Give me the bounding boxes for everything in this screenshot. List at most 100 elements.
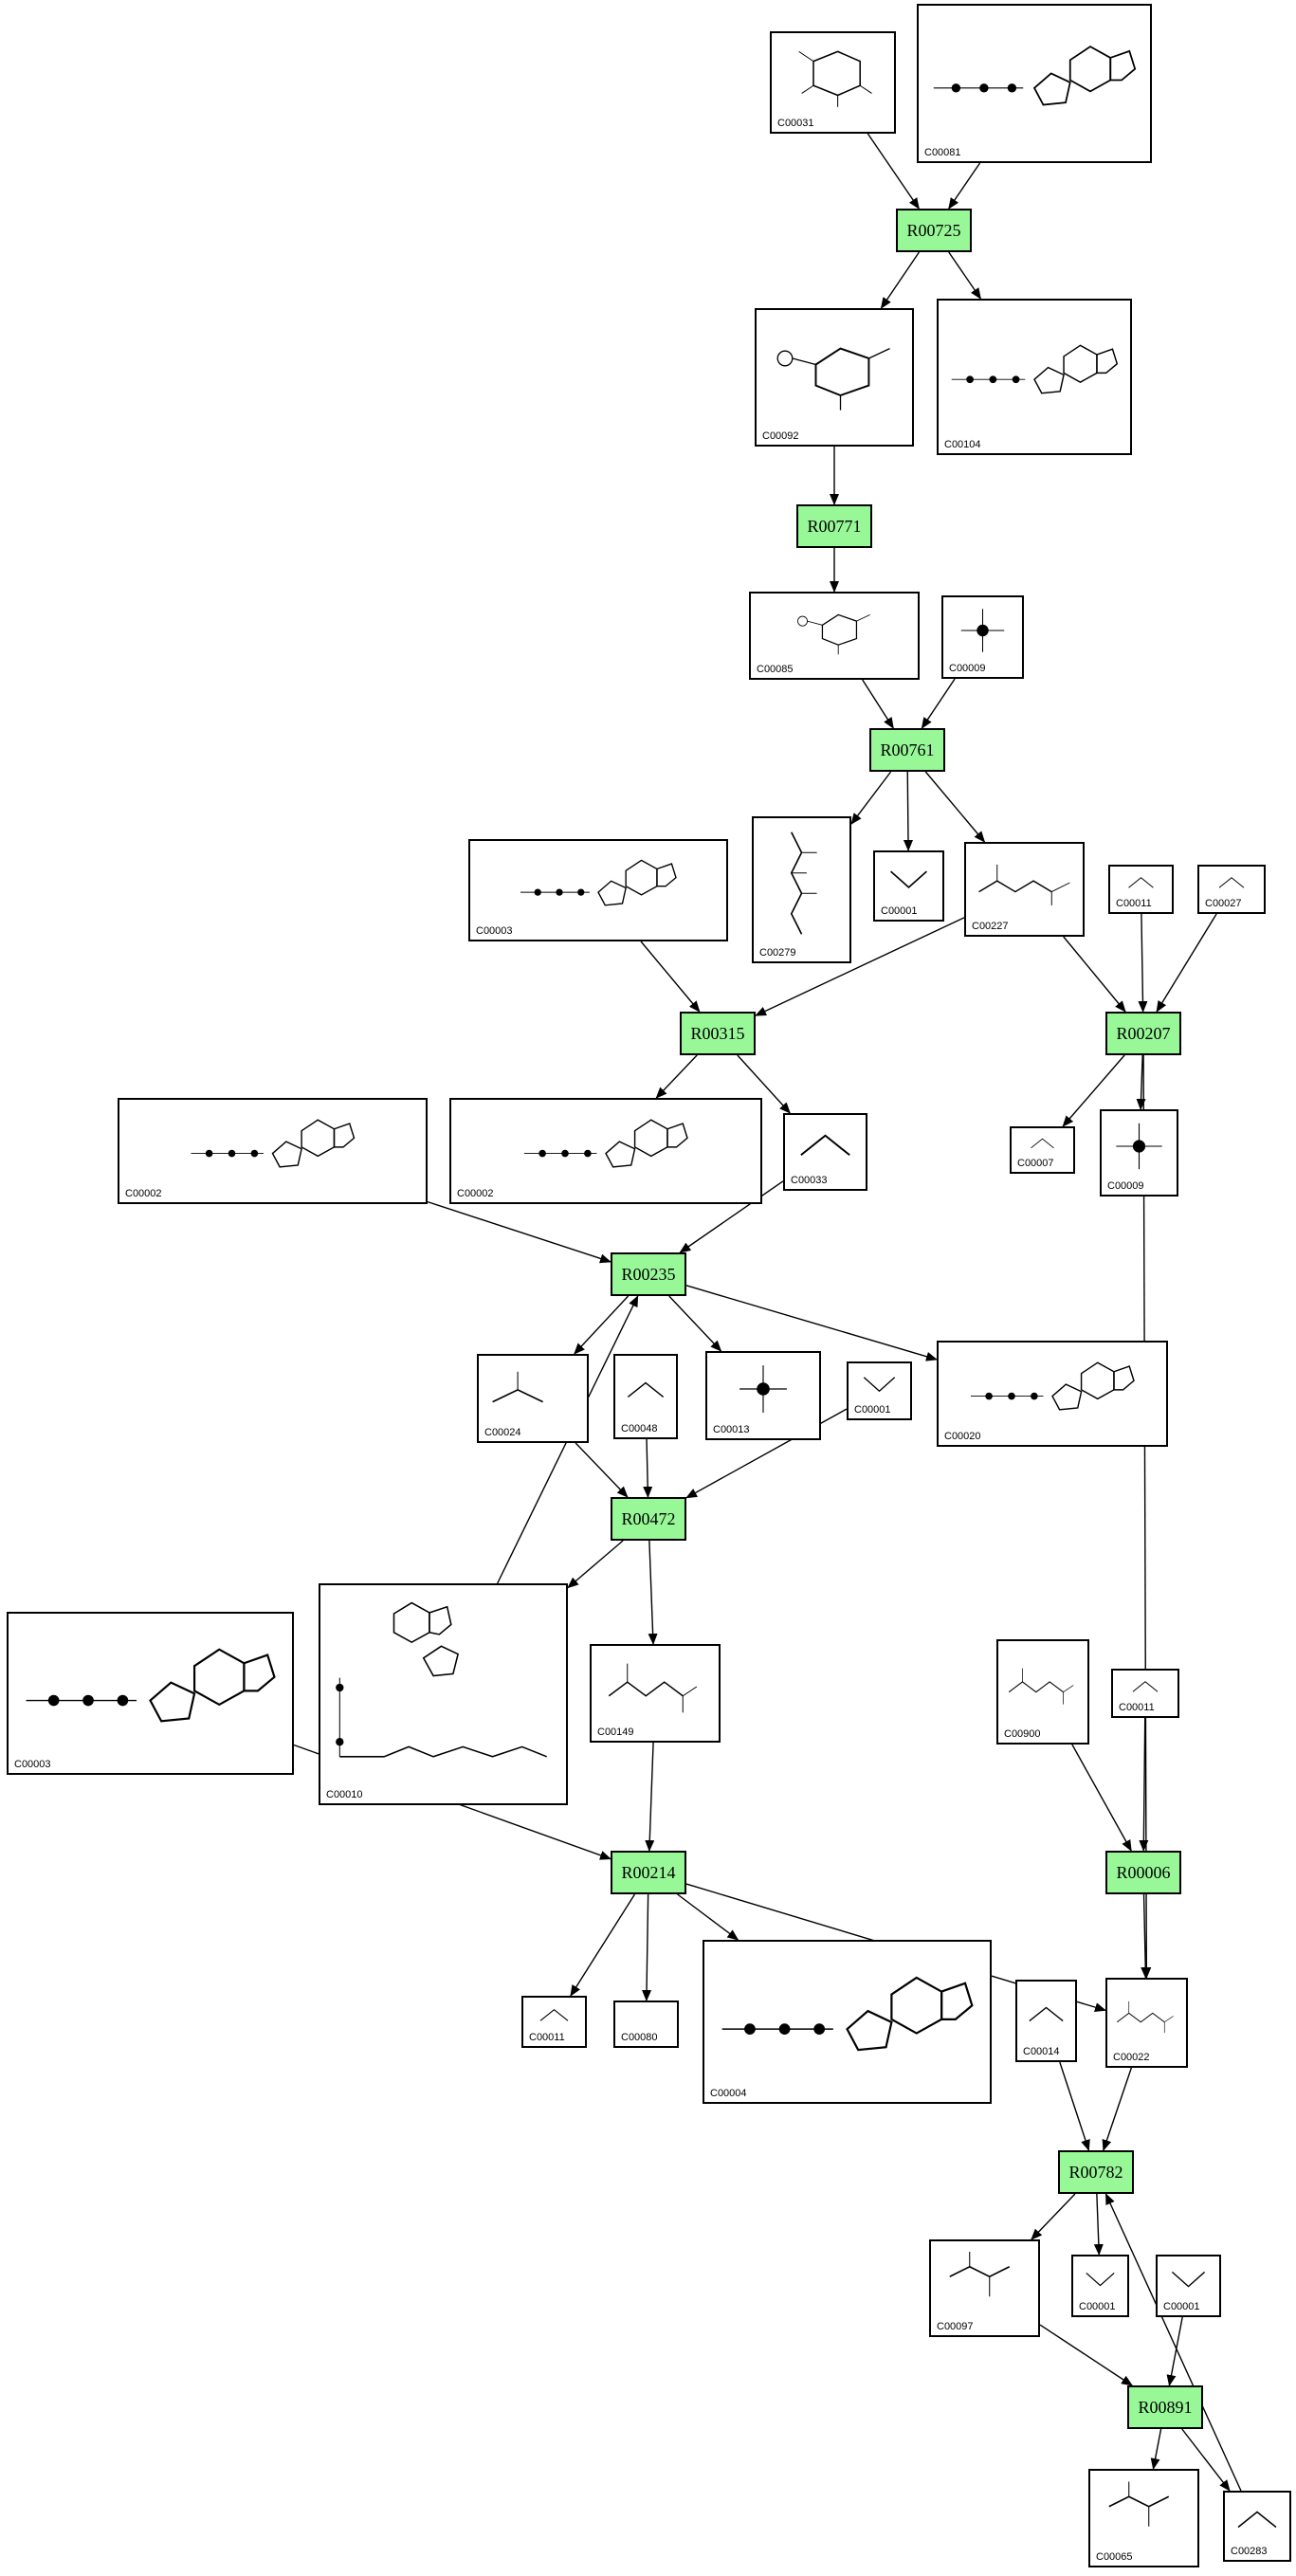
edge-c33-r00235 (679, 1180, 784, 1253)
edge-c09a-r00761 (921, 678, 956, 729)
compound-id-label: C00001 (1163, 2301, 1200, 2312)
structure-diagram-icon (760, 314, 908, 428)
structure-diagram-icon (455, 1104, 757, 1185)
edge-c227-r00207 (1063, 936, 1126, 1013)
compound-c97[interactable]: C00097 (929, 2239, 1040, 2337)
structure-diagram-icon (483, 1360, 583, 1424)
compound-id-label: C00065 (1096, 2551, 1133, 2563)
compound-id-label: C00011 (529, 2032, 565, 2043)
structure-diagram-icon (879, 856, 939, 903)
compound-c13[interactable]: C00013 (705, 1351, 821, 1440)
edge-c48-r00472 (643, 1438, 653, 1498)
reaction-r00006[interactable]: R00006 (1105, 1851, 1181, 1894)
compound-c11a[interactable]: C00011 (1108, 865, 1174, 914)
compound-c11c[interactable]: C00011 (521, 1996, 587, 2048)
edge-r00235-c20 (685, 1285, 938, 1361)
reaction-r00235[interactable]: R00235 (611, 1252, 686, 1296)
compound-c09b[interactable]: C00009 (1100, 1109, 1178, 1197)
structure-diagram-icon (852, 1367, 906, 1401)
compound-id-label: C00003 (14, 1759, 51, 1770)
compound-c92[interactable]: C00092 (755, 308, 914, 447)
compound-c03b[interactable]: C00003 (7, 1612, 294, 1775)
compound-c22[interactable]: C00022 (1105, 1978, 1188, 2068)
compound-c27[interactable]: C00027 (1197, 865, 1266, 914)
reaction-r00207[interactable]: R00207 (1105, 1012, 1181, 1055)
structure-diagram-icon (1111, 1983, 1182, 2049)
edge-r00472-c10 (567, 1540, 624, 1589)
edge-r00207-c09b (1136, 1054, 1146, 1110)
compound-c279[interactable]: C00279 (752, 816, 851, 963)
edge-c27-r00207 (1156, 913, 1217, 1013)
compound-id-label: C00092 (762, 430, 799, 442)
compound-c04[interactable]: C00004 (703, 1940, 992, 2104)
edge-r00207-c07 (1062, 1054, 1125, 1127)
compound-c14[interactable]: C00014 (1015, 1980, 1077, 2062)
edge-r00891-c283 (1181, 2428, 1231, 2492)
edge-r00315-c02b (655, 1054, 698, 1099)
structure-diagram-icon (970, 848, 1079, 918)
compound-c20[interactable]: C00020 (937, 1341, 1168, 1447)
structure-diagram-icon (776, 37, 890, 115)
edge-c22-r00782 (1102, 2067, 1133, 2151)
edge-r00235-c13 (668, 1295, 722, 1352)
compound-c02b[interactable]: C00002 (449, 1098, 762, 1204)
compound-c01d[interactable]: C00001 (1156, 2255, 1221, 2317)
reaction-r00472[interactable]: R00472 (611, 1497, 686, 1541)
edge-r00761-c279 (850, 771, 892, 825)
structure-diagram-icon (1021, 1985, 1071, 2043)
compound-c01a[interactable]: C00001 (873, 850, 944, 922)
compound-c48[interactable]: C00048 (613, 1354, 678, 1439)
compound-c01b[interactable]: C00001 (847, 1361, 912, 1420)
compound-c03a[interactable]: C00003 (468, 839, 728, 941)
structure-diagram-icon (789, 1119, 862, 1172)
compound-c02a[interactable]: C00002 (118, 1098, 428, 1204)
compound-c10[interactable]: C00010 (319, 1583, 568, 1805)
reaction-r00771[interactable]: R00771 (796, 504, 872, 548)
reaction-r00214[interactable]: R00214 (611, 1851, 686, 1894)
compound-id-label: C00027 (1205, 898, 1242, 909)
compound-c24[interactable]: C00024 (477, 1354, 589, 1443)
edge-c24-r00472 (575, 1442, 629, 1498)
compound-id-label: C00149 (597, 1726, 634, 1738)
reaction-r00725[interactable]: R00725 (896, 209, 972, 252)
compound-c31[interactable]: C00031 (770, 31, 896, 134)
edge-c03a-r00315 (640, 941, 701, 1013)
edge-r00761-c227 (924, 771, 986, 843)
compound-c85[interactable]: C00085 (749, 592, 920, 680)
compound-c11b[interactable]: C00011 (1111, 1669, 1179, 1718)
edge-r00214-c11c (570, 1893, 636, 1997)
structure-diagram-icon (527, 2001, 581, 2029)
compound-c33[interactable]: C00033 (783, 1113, 867, 1191)
reaction-r00315[interactable]: R00315 (680, 1012, 756, 1055)
edge-c81-r00725 (948, 162, 981, 210)
edge-r00214-c80 (642, 1893, 652, 2001)
structure-diagram-icon (1117, 1674, 1174, 1699)
compound-c81[interactable]: C00081 (917, 4, 1152, 163)
compound-c01c[interactable]: C00001 (1071, 2255, 1129, 2317)
compound-c900[interactable]: C00900 (996, 1639, 1089, 1745)
compound-id-label: C00003 (476, 925, 513, 937)
compound-c227[interactable]: C00227 (964, 842, 1085, 937)
compound-id-label: C00104 (944, 439, 981, 450)
reaction-r00761[interactable]: R00761 (869, 728, 945, 772)
edge-c02a-r00235 (427, 1200, 611, 1264)
structure-diagram-icon (324, 1589, 562, 1786)
reaction-r00891[interactable]: R00891 (1127, 2385, 1203, 2429)
reaction-r00782[interactable]: R00782 (1058, 2150, 1134, 2194)
compound-id-label: C00011 (1119, 1702, 1155, 1713)
structure-diagram-icon (1229, 2496, 1286, 2543)
compound-c104[interactable]: C00104 (937, 299, 1132, 455)
compound-c149[interactable]: C00149 (590, 1644, 721, 1743)
compound-c283[interactable]: C00283 (1223, 2491, 1291, 2562)
edge-c01d-r00891 (1166, 2316, 1183, 2386)
compound-id-label: C00097 (937, 2321, 974, 2332)
compound-c07[interactable]: C00007 (1010, 1126, 1075, 1174)
edge-r00214-c04 (677, 1893, 739, 1941)
compound-id-label: C00085 (757, 664, 794, 675)
edge-c97-r00891 (1039, 2324, 1133, 2386)
compound-c80[interactable]: C00080 (613, 2001, 679, 2048)
compound-c09a[interactable]: C00009 (941, 595, 1024, 679)
structure-diagram-icon (12, 1617, 288, 1756)
compound-c65[interactable]: C00065 (1088, 2469, 1199, 2567)
